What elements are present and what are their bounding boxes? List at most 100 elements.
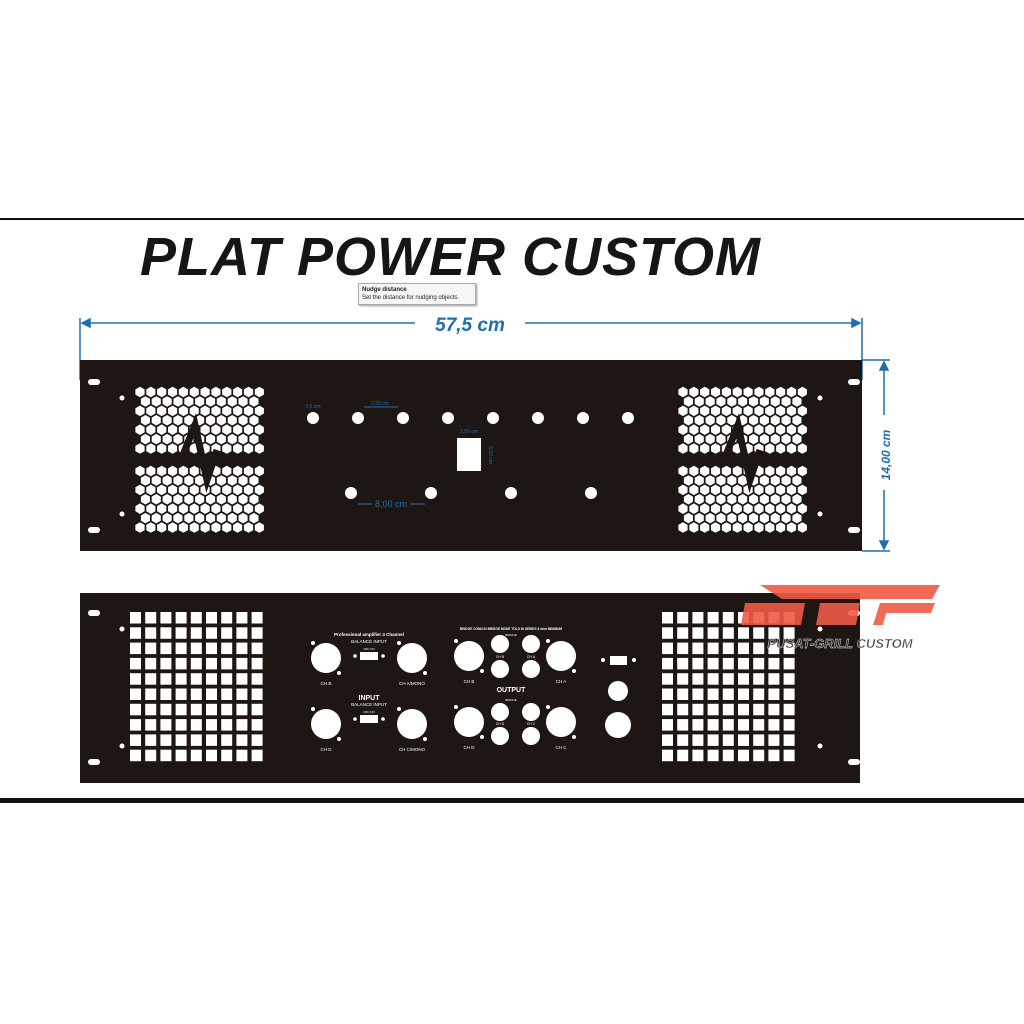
grill-hex bbox=[216, 475, 226, 486]
grill-square bbox=[692, 719, 704, 731]
rear-heading: Professional amplifier 4 Channel bbox=[334, 632, 404, 637]
bridge-label: BRIDGE bbox=[505, 698, 517, 702]
grill-square bbox=[753, 688, 765, 700]
grill-hex bbox=[173, 494, 183, 505]
grill-hex bbox=[168, 522, 178, 533]
grill-hex bbox=[243, 465, 254, 477]
grill-square bbox=[160, 734, 172, 746]
grill-hex bbox=[227, 475, 237, 486]
grill-square bbox=[662, 673, 673, 685]
xlr-connector bbox=[546, 641, 576, 671]
grill-hex bbox=[135, 405, 145, 417]
grill-square bbox=[236, 612, 248, 624]
grill-square bbox=[738, 627, 749, 639]
grill-hex bbox=[146, 503, 156, 514]
grill-hex bbox=[705, 494, 715, 505]
width-label: 57,5 cm bbox=[435, 315, 505, 336]
grill-hex bbox=[689, 424, 699, 435]
grill-hex bbox=[776, 484, 786, 496]
grill-hex bbox=[162, 433, 172, 445]
grill-hex bbox=[781, 396, 791, 407]
screw-hole bbox=[337, 737, 341, 741]
grill-square bbox=[753, 657, 765, 670]
grill-square bbox=[175, 657, 187, 670]
screw-hole bbox=[381, 654, 385, 658]
grill-square bbox=[175, 612, 187, 624]
grill-square bbox=[783, 657, 795, 670]
grill-hex bbox=[184, 494, 194, 505]
grill-hex bbox=[770, 415, 780, 426]
grill-hex bbox=[776, 503, 786, 514]
grill-square bbox=[783, 749, 795, 762]
screw-hole bbox=[480, 735, 484, 739]
grill-square bbox=[738, 703, 749, 716]
rect-width-label: 2,50 cm bbox=[460, 429, 478, 435]
grill-hex bbox=[135, 443, 145, 454]
grill-hex bbox=[227, 494, 237, 505]
grill-hex bbox=[222, 443, 232, 454]
speakon-connector bbox=[491, 635, 509, 653]
grill-hex bbox=[689, 503, 699, 514]
grill-hex bbox=[233, 405, 243, 417]
grill-hex bbox=[189, 386, 199, 398]
grill-hex bbox=[689, 484, 699, 496]
speakon-connector bbox=[491, 660, 509, 678]
grill-square bbox=[145, 703, 157, 716]
grill-hex bbox=[140, 512, 150, 524]
grill-hex bbox=[743, 424, 753, 435]
grill-hex bbox=[711, 405, 721, 417]
grill-hex bbox=[700, 424, 710, 435]
grill-square bbox=[221, 734, 233, 746]
grill-square bbox=[175, 734, 187, 746]
channel-label: CH A bbox=[556, 679, 567, 684]
grill-hex bbox=[243, 424, 254, 435]
grill-hex bbox=[678, 424, 688, 435]
grill-square bbox=[662, 734, 673, 746]
xlr-connector bbox=[311, 643, 341, 673]
grill-hex bbox=[700, 443, 710, 454]
grill-hex bbox=[157, 503, 167, 514]
grill-hex bbox=[135, 484, 145, 496]
grill-hex bbox=[776, 386, 786, 398]
grill-square bbox=[692, 673, 704, 685]
channel-label: CH C/MONO bbox=[399, 747, 426, 752]
grill-hex bbox=[694, 396, 704, 407]
grill-square bbox=[160, 703, 172, 716]
grill-hex bbox=[711, 465, 721, 477]
grill-square bbox=[783, 642, 795, 655]
grill-hex bbox=[770, 475, 780, 486]
grill-hex bbox=[151, 475, 161, 486]
grill-hex bbox=[732, 484, 742, 496]
grill-hex bbox=[222, 522, 232, 533]
grill-hex bbox=[765, 522, 775, 533]
bottom-divider bbox=[0, 798, 1024, 803]
grill-hex bbox=[716, 396, 726, 407]
grill-hex bbox=[711, 503, 721, 514]
grill-hex bbox=[157, 443, 167, 454]
grill-hex bbox=[786, 503, 797, 514]
grill-hex bbox=[694, 494, 704, 505]
screw-hole bbox=[572, 735, 576, 739]
grill-hex bbox=[211, 484, 221, 496]
grill-square bbox=[160, 612, 172, 624]
grill-square bbox=[206, 657, 217, 670]
grill-hex bbox=[233, 522, 243, 533]
grill-hex bbox=[716, 494, 726, 505]
grill-square bbox=[175, 627, 187, 639]
grill-square bbox=[221, 719, 233, 731]
screw-hole bbox=[119, 626, 125, 632]
grill-square bbox=[722, 719, 734, 731]
grill-hex bbox=[689, 443, 699, 454]
grill-hex bbox=[732, 405, 742, 417]
grill-hex bbox=[732, 386, 742, 398]
grill-square bbox=[160, 749, 172, 762]
grill-hex bbox=[178, 503, 188, 514]
grill-hex bbox=[146, 424, 156, 435]
grill-hex bbox=[189, 405, 199, 417]
grill-hex bbox=[694, 433, 704, 445]
grill-hex bbox=[683, 512, 693, 524]
grill-hex bbox=[211, 522, 221, 533]
grill-hex bbox=[238, 475, 248, 486]
grill-square bbox=[251, 627, 263, 639]
